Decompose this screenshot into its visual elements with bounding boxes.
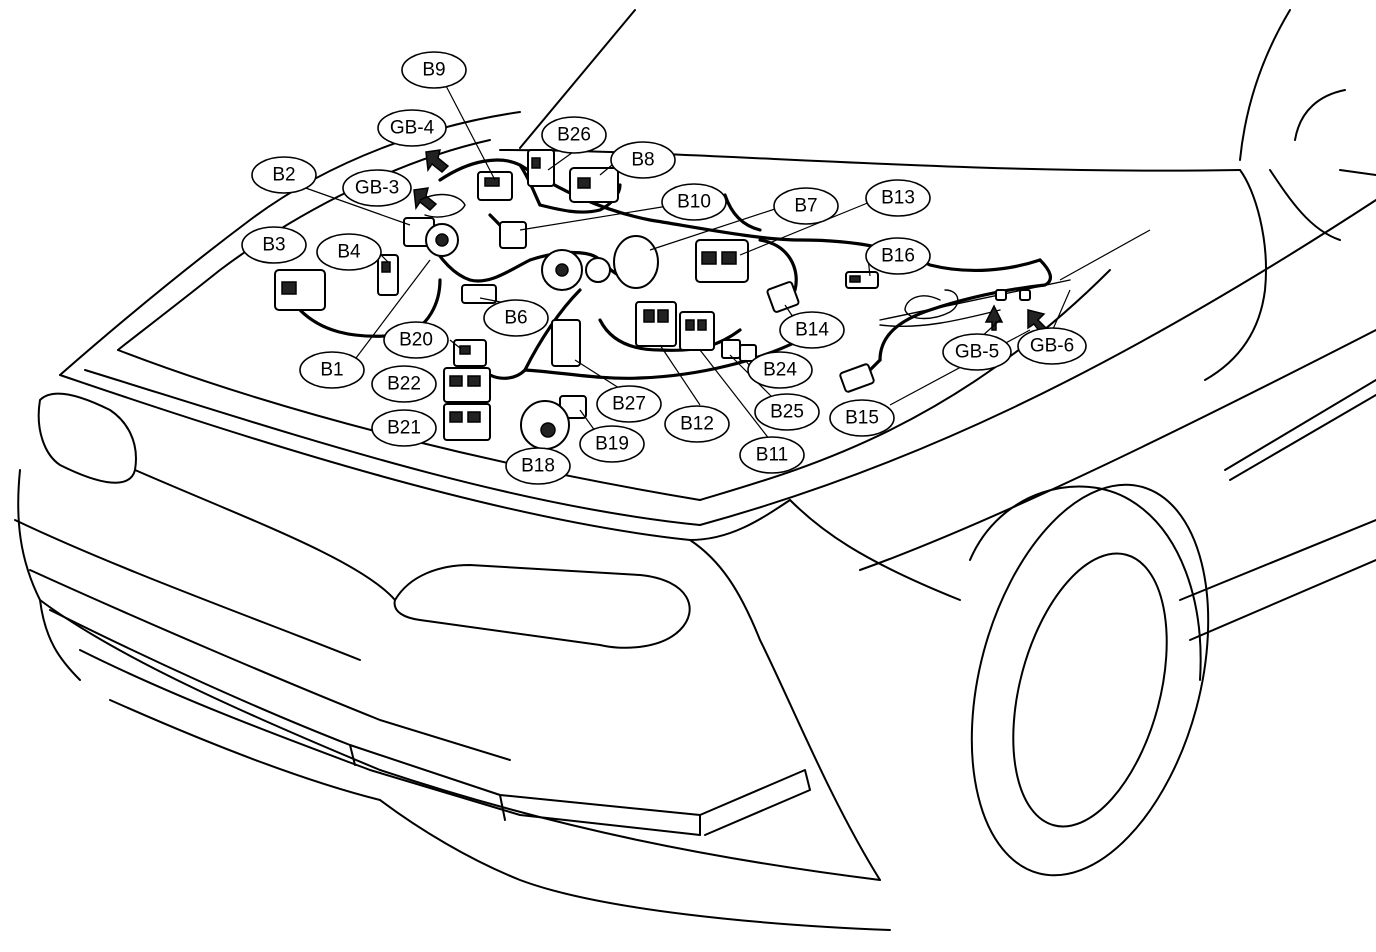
label-b10: B10: [661, 183, 727, 221]
label-gb4-text: GB-4: [390, 118, 435, 139]
label-b21: B21: [371, 409, 437, 447]
component-b27: [551, 319, 581, 367]
label-b10-text: B10: [677, 192, 711, 213]
label-gb6: GB-6: [1017, 327, 1087, 365]
label-b7: B7: [773, 187, 839, 225]
label-b13-text: B13: [881, 188, 915, 209]
label-b24: B24: [747, 351, 813, 389]
label-b1: B1: [299, 351, 365, 389]
label-b26: B26: [541, 116, 607, 154]
label-b27-text: B27: [612, 394, 646, 415]
component-b4: [377, 254, 399, 296]
label-b25: B25: [754, 393, 820, 431]
ground-arrow-gb3-icon: [413, 187, 438, 212]
label-b16: B16: [865, 237, 931, 275]
label-b11-text: B11: [756, 445, 788, 466]
ground-arrow-gb5-icon: [984, 304, 1004, 331]
label-b19-text: B19: [595, 434, 629, 455]
label-b16-text: B16: [881, 246, 915, 267]
label-b1-text: B1: [320, 360, 343, 381]
label-b14: B14: [779, 311, 845, 349]
label-b25-text: B25: [770, 402, 804, 423]
label-b9-text: B9: [422, 60, 445, 81]
label-b4-text: B4: [337, 242, 361, 263]
label-gb5: GB-5: [942, 333, 1012, 371]
label-b12: B12: [664, 405, 730, 443]
component-b6: [461, 284, 497, 304]
component-b15: [839, 363, 875, 393]
label-b9: B9: [401, 51, 467, 89]
label-b21-text: B21: [387, 418, 421, 439]
label-b6: B6: [483, 299, 549, 337]
label-b6-text: B6: [504, 308, 527, 329]
label-b14-text: B14: [795, 320, 829, 341]
label-gb3-text: GB-3: [355, 178, 399, 199]
label-gb3: GB-3: [342, 169, 412, 207]
component-b8: [569, 167, 619, 203]
label-b20: B20: [383, 321, 449, 359]
component-b10: [499, 221, 527, 249]
label-b19: B19: [579, 425, 645, 463]
harness-components: [274, 149, 1048, 450]
label-b2: B2: [251, 156, 317, 194]
label-gb4: GB-4: [377, 109, 447, 147]
label-b24-text: B24: [763, 360, 797, 381]
label-b11: B11: [739, 436, 805, 474]
component-b11: [679, 311, 715, 351]
label-b12-text: B12: [680, 414, 714, 435]
label-b7-text: B7: [794, 196, 817, 217]
label-b2-text: B2: [272, 165, 295, 186]
ground-arrow-gb4-icon: [425, 149, 450, 174]
label-b8: B8: [610, 141, 676, 179]
car-body: [14, 9, 1376, 931]
label-b8-text: B8: [631, 150, 654, 171]
label-gb6-text: GB-6: [1030, 336, 1074, 357]
label-b15-text: B15: [845, 408, 879, 429]
label-b27: B27: [596, 385, 662, 423]
label-b22: B22: [371, 365, 437, 403]
label-b26-text: B26: [557, 125, 591, 146]
label-gb5-text: GB-5: [955, 342, 999, 363]
component-b12: [635, 301, 677, 347]
label-b15: B15: [829, 399, 895, 437]
label-b22-text: B22: [387, 374, 421, 395]
label-b3: B3: [241, 226, 307, 264]
label-b20-text: B20: [399, 330, 433, 351]
label-b18: B18: [505, 447, 571, 485]
label-b3-text: B3: [262, 235, 285, 256]
component-b3: [274, 269, 326, 311]
component-b7-bulb: [613, 235, 659, 289]
component-b24: [739, 344, 757, 362]
label-b18-text: B18: [521, 456, 555, 477]
label-b4: B4: [316, 233, 382, 271]
label-b13: B13: [865, 179, 931, 217]
